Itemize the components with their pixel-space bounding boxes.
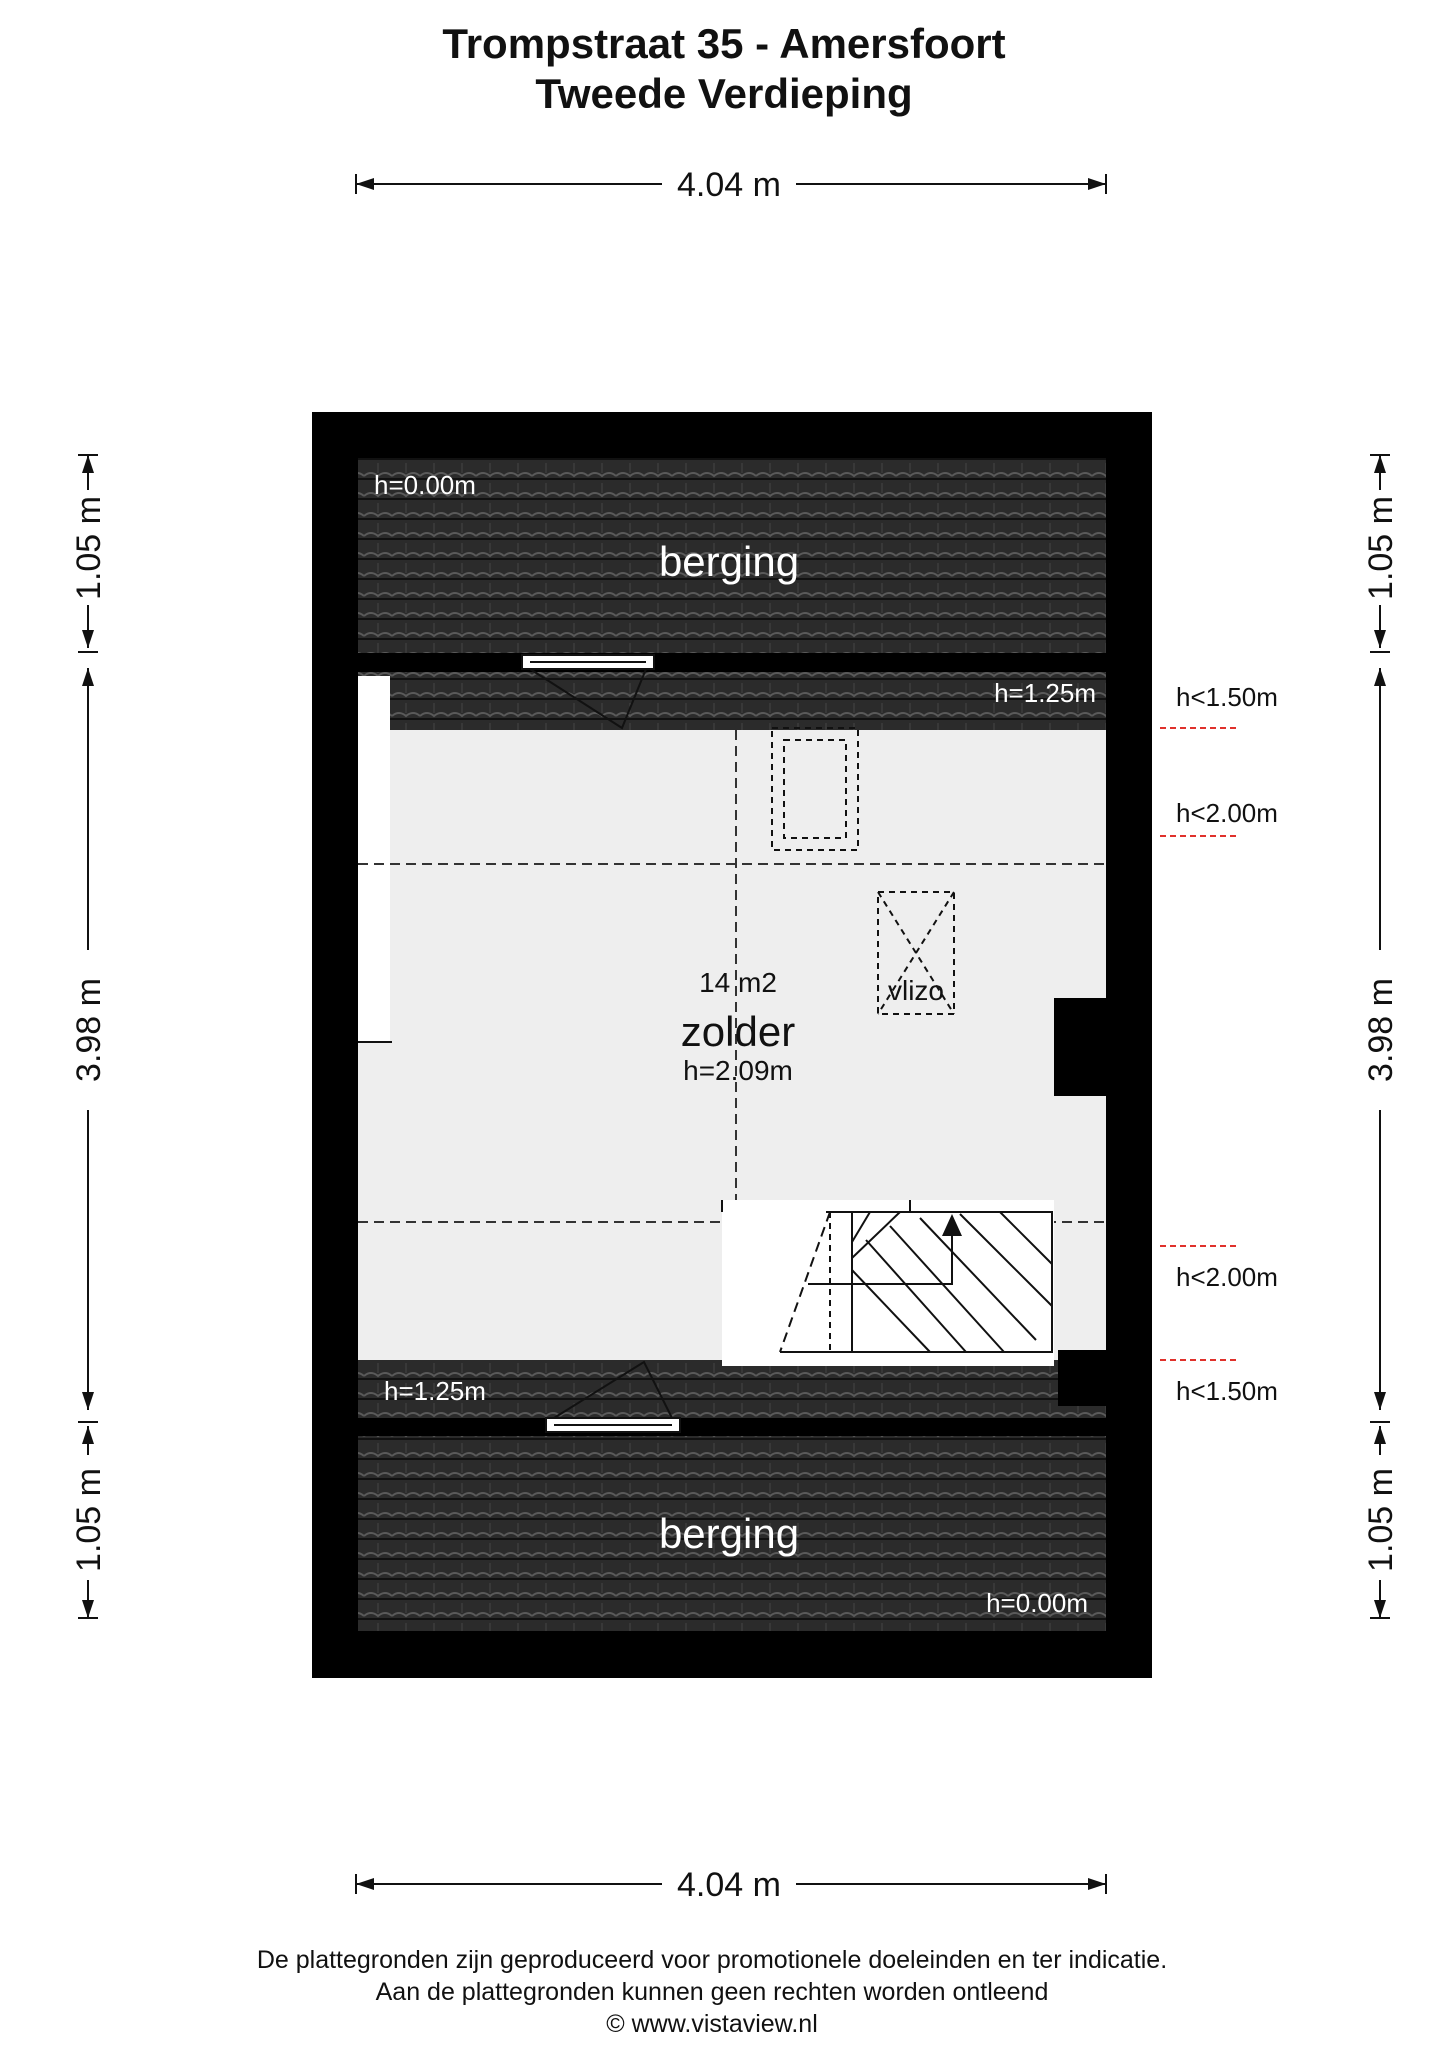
room-name-storage-top: berging xyxy=(659,538,799,585)
roof-slope-top xyxy=(358,672,1106,730)
dimension-top: 4.04 m xyxy=(355,166,1107,204)
plan-title: Trompstraat 35 - Amersfoort xyxy=(442,20,1005,67)
height-marker-bottom-200: h<2.00m xyxy=(1176,1262,1278,1292)
roof-slope-bottom xyxy=(358,1360,1106,1418)
dimension-left: 1.05 m 3.98 m 1.05 m xyxy=(70,454,108,1619)
dimension-left-middle-label: 3.98 m xyxy=(70,978,108,1082)
dimension-left-top-label: 1.05 m xyxy=(70,496,108,600)
attic-hatch: vlizo xyxy=(877,891,955,1015)
room-name-storage-bottom: berging xyxy=(659,1510,799,1557)
dimension-right-bottom-label: 1.05 m xyxy=(1362,1468,1400,1572)
room-height-storage-top: h=0.00m xyxy=(374,470,476,500)
dimension-top-label: 4.04 m xyxy=(677,166,781,204)
slope-height-top: h=1.25m xyxy=(994,678,1096,708)
storage-bottom xyxy=(358,1436,1106,1631)
chimney-block-lower xyxy=(1058,1350,1106,1406)
dimension-bottom: 4.04 m xyxy=(355,1866,1107,1904)
disclaimer-line-1: De plattegronden zijn geproduceerd voor … xyxy=(257,1946,1167,1974)
roof-window-top xyxy=(521,654,655,730)
height-marker-top-200: h<2.00m xyxy=(1176,798,1278,828)
staircase xyxy=(721,1200,1054,1366)
plan-subtitle: Tweede Verdieping xyxy=(535,70,912,117)
skylight xyxy=(771,727,859,851)
room-height-storage-bottom: h=0.00m xyxy=(986,1588,1088,1618)
dimension-bottom-label: 4.04 m xyxy=(677,1866,781,1904)
slope-height-bottom: h=1.25m xyxy=(384,1376,486,1406)
copyright-link[interactable]: © www.vistaview.nl xyxy=(606,2010,818,2038)
left-partition xyxy=(358,676,390,1042)
dimension-right: 1.05 m 3.98 m 1.05 m xyxy=(1362,454,1400,1619)
hatch-label: vlizo xyxy=(888,975,944,1006)
storage-top xyxy=(358,458,1106,653)
disclaimer-line-2: Aan de plattegronden kunnen geen rechten… xyxy=(376,1978,1049,2006)
height-marker-bottom-150: h<1.50m xyxy=(1176,1376,1278,1406)
dimension-right-middle-label: 3.98 m xyxy=(1362,978,1400,1082)
roof-window-bottom xyxy=(545,1360,681,1433)
room-height-attic: h=2.09m xyxy=(683,1055,793,1086)
dimension-left-bottom-label: 1.05 m xyxy=(70,1468,108,1572)
room-area-attic: 14 m2 xyxy=(699,967,777,998)
chimney-block xyxy=(1054,998,1106,1096)
height-markers: h<1.50m h<2.00m h<2.00m h<1.50m xyxy=(1160,682,1278,1406)
dimension-right-top-label: 1.05 m xyxy=(1362,496,1400,600)
height-marker-top-150: h<1.50m xyxy=(1176,682,1278,712)
room-name-attic: zolder xyxy=(681,1008,795,1055)
